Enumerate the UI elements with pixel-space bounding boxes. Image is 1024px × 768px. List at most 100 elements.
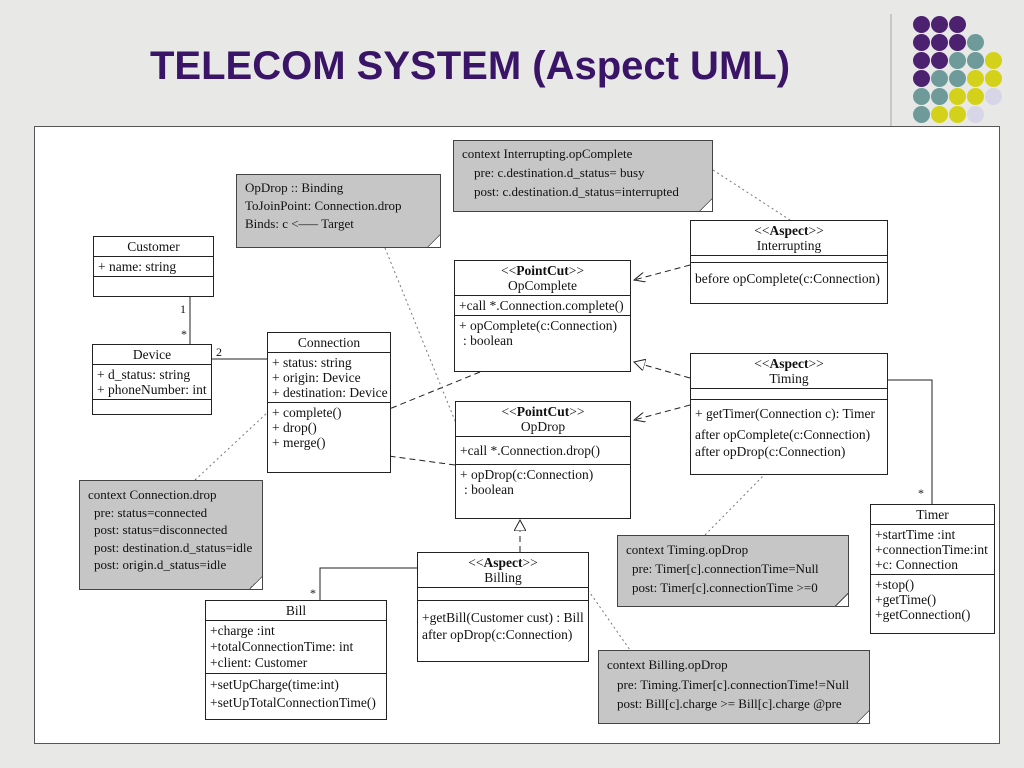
note-billing-context: context Billing.opDrop pre: Timing.Timer… — [598, 650, 870, 724]
note-connection-context: context Connection.drop pre: status=conn… — [79, 480, 263, 590]
attribute: +charge :int — [210, 623, 275, 638]
operation: after opDrop(c:Connection) — [422, 627, 573, 642]
dot — [949, 16, 966, 33]
class-header: <<PointCut>> OpComplete — [455, 261, 630, 296]
class-attributes: +charge :int +totalConnectionTime: int +… — [206, 621, 386, 674]
note-line: context Interrupting.opComplete — [462, 146, 633, 161]
note-line: OpDrop :: Binding — [245, 180, 344, 195]
operation: +getBill(Customer cust) : Bill — [422, 610, 584, 625]
dot — [949, 70, 966, 87]
note-line: post: Bill[c].charge >= Bill[c].charge @… — [617, 696, 842, 711]
class-operations: before opComplete(c:Connection) — [691, 263, 887, 294]
dot — [967, 52, 984, 69]
dot — [967, 88, 984, 105]
class-customer[interactable]: Customer + name: string — [93, 236, 214, 297]
class-interrupting[interactable]: <<Aspect>> Interrupting before opComplet… — [690, 220, 888, 304]
class-opcomplete[interactable]: <<PointCut>> OpComplete +call *.Connecti… — [454, 260, 631, 372]
note-line: context Connection.drop — [88, 487, 217, 502]
attribute: +call *.Connection.drop() — [460, 443, 600, 458]
dot — [913, 106, 930, 123]
class-name: Device — [93, 345, 211, 365]
note-timing-context: context Timing.opDrop pre: Timer[c].conn… — [617, 535, 849, 607]
class-attributes: +startTime :int +connectionTime:int +c: … — [871, 525, 994, 575]
attribute: + destination: Device — [272, 385, 388, 400]
class-operations — [93, 400, 211, 414]
operation: before opComplete(c:Connection) — [695, 271, 880, 286]
class-name: Bill — [206, 601, 386, 621]
class-attributes: +call *.Connection.complete() — [455, 296, 630, 316]
class-attributes — [418, 588, 588, 601]
attribute: + phoneNumber: int — [97, 382, 207, 397]
operation: +setUpCharge(time:int) — [210, 677, 339, 692]
dot — [967, 70, 984, 87]
attribute: +client: Customer — [210, 655, 308, 670]
attribute: +startTime :int — [875, 527, 956, 542]
title-divider — [890, 14, 892, 132]
operation: +stop() — [875, 577, 915, 592]
attribute: + status: string — [272, 355, 352, 370]
operation: + getTimer(Connection c): Timer — [695, 406, 875, 421]
operation: + opDrop(c:Connection) — [460, 467, 594, 482]
operation: : boolean — [464, 482, 514, 497]
class-name: Interrupting — [756, 238, 822, 253]
operation: +getConnection() — [875, 607, 971, 622]
note-line: pre: status=connected — [94, 504, 208, 520]
mult-customer-one: 1 — [180, 302, 186, 316]
class-attributes — [691, 389, 887, 400]
mult-device-many: * — [181, 327, 187, 341]
note-fold — [427, 234, 440, 247]
class-operations: +setUpCharge(time:int) +setUpTotalConnec… — [206, 674, 386, 714]
dot — [913, 16, 930, 33]
dot — [931, 52, 948, 69]
operation: : boolean — [463, 333, 513, 348]
note-line: Binds: c <––– Target — [245, 216, 354, 231]
class-attributes — [691, 256, 887, 263]
operation: after opComplete(c:Connection) — [695, 427, 871, 442]
mult-bill-many: * — [310, 586, 316, 600]
class-name: Customer — [94, 237, 213, 257]
class-header: <<PointCut>> OpDrop — [456, 402, 630, 437]
class-opdrop[interactable]: <<PointCut>> OpDrop +call *.Connection.d… — [455, 401, 631, 519]
note-line: post: c.destination.d_status=interrupted — [474, 184, 679, 199]
class-name: Billing — [484, 570, 522, 585]
class-name: OpComplete — [508, 278, 577, 293]
class-operations: + opComplete(c:Connection) : boolean — [455, 316, 630, 350]
dot — [931, 16, 948, 33]
note-line: pre: Timing.Timer[c].connectionTime!=Nul… — [617, 676, 850, 692]
class-timer[interactable]: Timer +startTime :int +connectionTime:in… — [870, 504, 995, 634]
class-name: Connection — [268, 333, 390, 353]
operation: + drop() — [272, 420, 317, 435]
note-line: context Timing.opDrop — [626, 542, 749, 557]
note-line: pre: c.destination.d_status= busy — [474, 165, 645, 180]
class-billing[interactable]: <<Aspect>> Billing +getBill(Customer cus… — [417, 552, 589, 662]
attribute: +totalConnectionTime: int — [210, 639, 354, 654]
class-timing[interactable]: <<Aspect>> Timing + getTimer(Connection … — [690, 353, 888, 475]
dot — [949, 106, 966, 123]
class-operations: +stop() +getTime() +getConnection() — [871, 575, 994, 624]
class-device[interactable]: Device + d_status: string + phoneNumber:… — [92, 344, 212, 415]
dot — [913, 34, 930, 51]
class-attributes: + name: string — [94, 257, 213, 277]
note-line: post: destination.d_status=idle — [94, 539, 253, 555]
note-line: post: status=disconnected — [94, 522, 228, 537]
stereotype: <<Aspect>> — [468, 555, 538, 570]
note-fold — [835, 593, 848, 606]
note-line: post: Timer[c].connectionTime >=0 — [632, 580, 818, 595]
mult-device-two: 2 — [216, 345, 222, 359]
dot — [967, 106, 984, 123]
stereotype: <<Aspect>> — [754, 356, 824, 371]
class-header: <<Aspect>> Timing — [691, 354, 887, 389]
class-connection[interactable]: Connection + status: string + origin: De… — [267, 332, 391, 473]
class-name: OpDrop — [520, 419, 566, 434]
class-bill[interactable]: Bill +charge :int +totalConnectionTime: … — [205, 600, 387, 720]
stereotype: <<PointCut>> — [501, 404, 585, 419]
attribute: +connectionTime:int — [875, 542, 988, 557]
dot — [931, 70, 948, 87]
note-interrupting-context: context Interrupting.opComplete pre: c.d… — [453, 140, 713, 212]
note-line: pre: Timer[c].connectionTime=Null — [632, 561, 819, 576]
class-name: Timer — [871, 505, 994, 525]
operation: +setUpTotalConnectionTime() — [210, 695, 376, 710]
attribute: +call *.Connection.complete() — [459, 298, 624, 313]
dot — [931, 106, 948, 123]
note-fold — [249, 576, 262, 589]
